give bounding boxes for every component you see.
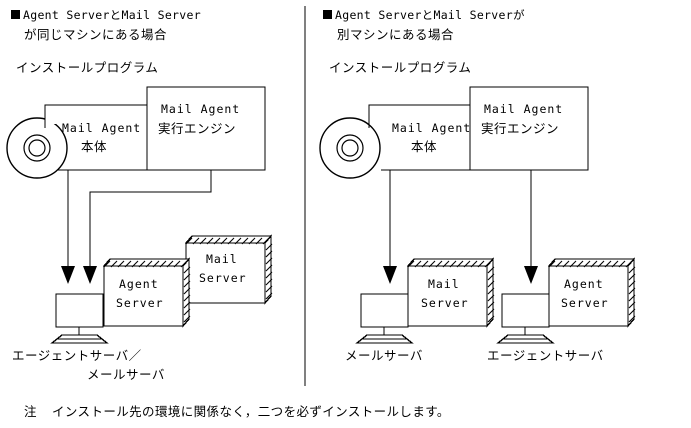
mail-server-label-line2-left: Server [199,271,247,285]
mail-agent-engine-label-line1-right: Mail Agent [484,102,563,116]
cd-disc-icon-left [6,117,68,179]
panel-left-heading-line2: が同じマシンにある場合 [24,27,167,42]
mail-agent-engine-label-line2-right: 実行エンジン [481,121,559,136]
mail-server-label-line1-left: Mail [206,252,238,266]
mail-agent-main-label-line1-left: Mail Agent [62,121,141,135]
agent-server-label-line2-left: Server [116,296,164,310]
mail-server-label-line1-right: Mail [428,277,460,291]
agent-server-box-right: Agent Server [547,257,636,328]
mail-agent-main-label-line2-right: 本体 [411,139,437,154]
panel-right-bullet-icon [323,10,332,19]
panel-left-section-label: インストールプログラム [16,60,158,75]
mail-agent-main-label-line2-left: 本体 [81,139,107,154]
arrowhead-left-1 [61,266,75,284]
agent-server-label-line1-right: Agent [564,277,604,291]
panel-right-section-label: インストールプログラム [329,60,471,75]
mail-agent-engine-box-left [146,86,266,171]
arrowhead-left-2 [83,266,97,284]
machine-label-left-line2: メールサーバ [87,367,165,382]
arrowhead-right-2 [524,266,538,284]
computer-monitor-icon-left [50,293,109,344]
panel-right-heading-line2: 別マシンにある場合 [337,27,454,42]
panel-right-heading-line1: Agent ServerとMail Serverが [335,8,525,22]
agent-server-box-left: Agent Server [102,257,191,328]
mail-agent-main-label-line1-right: Mail Agent [392,121,471,135]
footnote-marker: 注 [24,404,37,419]
agent-server-label-line2-right: Server [561,296,609,310]
mail-server-label-line2-right: Server [421,296,469,310]
panel-left-bullet-icon [11,10,20,19]
cd-disc-icon-right [319,117,381,179]
agent-server-label-line1-left: Agent [119,277,159,291]
mail-agent-engine-box-right [469,86,589,171]
panel-left-heading-line1: Agent ServerとMail Server [23,8,201,22]
computer-monitor-icon-right-2 [496,293,555,344]
mail-server-box-left: Mail Server [184,234,273,305]
machine-label-right-2: エージェントサーバ [487,348,604,363]
mail-agent-engine-label-line2-left: 実行エンジン [158,121,236,136]
machine-label-right-1: メールサーバ [345,348,423,363]
arrowhead-right-1 [383,266,397,284]
computer-monitor-icon-right-1 [355,293,414,344]
connector-left-2 [89,170,212,268]
footnote-text: インストール先の環境に関係なく，二つを必ずインストールします。 [52,404,450,419]
mail-agent-engine-label-line1-left: Mail Agent [161,102,240,116]
mail-server-box-right: Mail Server [406,257,495,328]
machine-label-left-line1: エージェントサーバ／ [12,348,142,363]
